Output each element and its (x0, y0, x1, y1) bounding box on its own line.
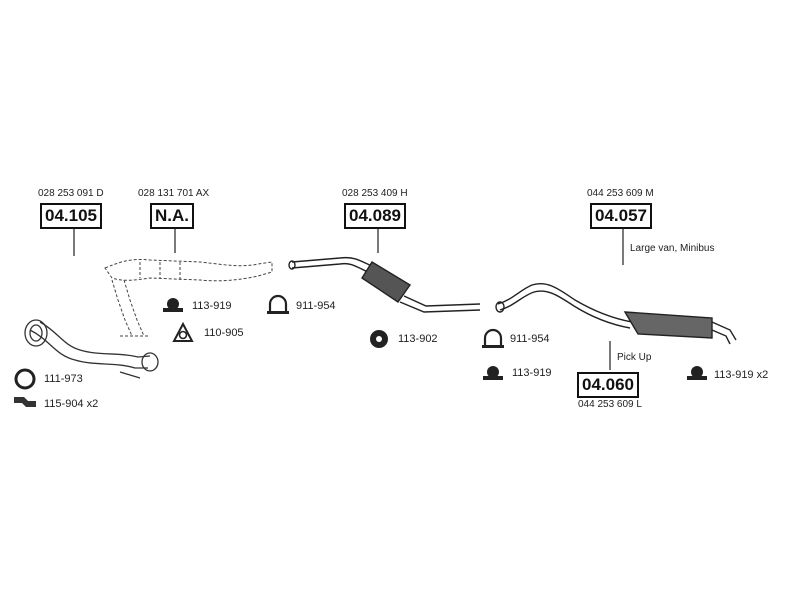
rubber-mount-icon (163, 298, 183, 312)
u-clamp-icon (267, 294, 289, 314)
accessory-label: 111-973 (44, 373, 83, 385)
front-pipe-drawing (24, 319, 159, 379)
u-clamp-icon (482, 328, 504, 348)
rear-muffler-drawing (495, 283, 737, 345)
rubber-mount-icon (687, 366, 707, 380)
oem-number-04-089: 028 253 409 H (342, 188, 408, 199)
accessory-label: 115-904 x2 (44, 398, 99, 410)
oem-number-04-057: 044 253 609 M (587, 188, 654, 199)
round-mount-icon (370, 330, 388, 348)
part-code-na[interactable]: N.A. (150, 203, 194, 229)
oem-number-na: 028 131 701 AX (138, 188, 210, 199)
accessory-label: 113-919 (192, 300, 232, 312)
part-code-04-057[interactable]: 04.057 (590, 203, 652, 229)
flange-gasket-icon (172, 322, 194, 342)
accessory-label: 113-902 (398, 333, 438, 345)
note-large-van: Large van, Minibus (630, 243, 715, 254)
ring-gasket-icon (14, 368, 36, 390)
note-pick-up: Pick Up (617, 352, 652, 363)
center-muffler-drawing (288, 256, 481, 313)
accessory-label: 911-954 (296, 300, 336, 312)
part-code-04-089[interactable]: 04.089 (344, 203, 406, 229)
rubber-mount-icon (483, 366, 503, 380)
accessory-label: 911-954 (510, 333, 550, 345)
accessory-label: 113-919 (512, 367, 552, 379)
part-code-04-060[interactable]: 04.060 (577, 372, 639, 398)
accessory-label: 113-919 x2 (714, 369, 769, 381)
clamp-bracket-icon (14, 397, 36, 407)
manifold-drawing (104, 259, 273, 337)
oem-number-04-060: 044 253 609 L (578, 399, 642, 410)
accessory-label: 110-905 (204, 327, 244, 339)
oem-number-04-105: 028 253 091 D (38, 188, 104, 199)
part-code-04-105[interactable]: 04.105 (40, 203, 102, 229)
